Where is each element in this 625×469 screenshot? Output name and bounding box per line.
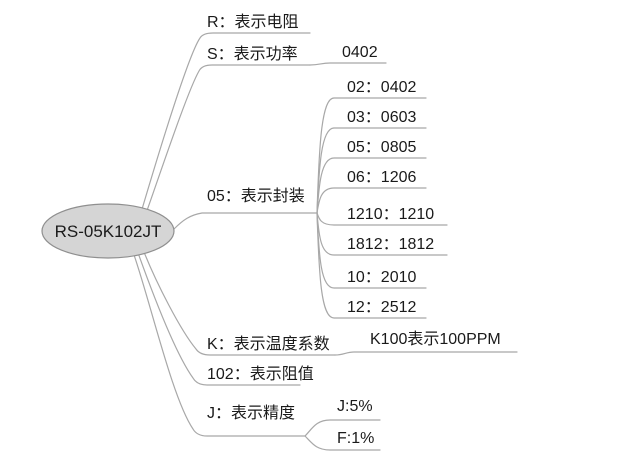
topic-102-label[interactable]: 102：表示阻值 [207, 365, 314, 383]
subtopic-1812-label[interactable]: 1812：1812 [347, 236, 434, 253]
connector-layer [132, 32, 518, 451]
subtopic-1210-label[interactable]: 1210：1210 [347, 206, 434, 223]
topic-s-label[interactable]: S：表示功率 [207, 45, 298, 63]
subtopic-06-1206-label[interactable]: 06：1206 [347, 169, 416, 186]
subbranch-line-06-1206 [316, 187, 427, 214]
subbranch-line-12-2512 [316, 212, 427, 319]
root-topic-label[interactable]: RS-05K102JT [55, 222, 162, 241]
root-topic-ellipse[interactable] [41, 203, 175, 259]
subtopic-0402-label[interactable]: 0402 [342, 44, 378, 61]
topic-package-label[interactable]: 05：表示封装 [207, 187, 305, 205]
subtopic-05-0805-label[interactable]: 05：0805 [347, 139, 416, 156]
subtopic-k100-label[interactable]: K100表示100PPM [370, 330, 501, 348]
branch-line-r [139, 32, 311, 217]
subbranch-line-0402 [309, 62, 387, 66]
branch-line-k [141, 246, 336, 356]
subbranch-line-f1 [304, 435, 381, 451]
topic-j-label[interactable]: J：表示精度 [207, 404, 295, 422]
subtopic-f1-label[interactable]: F:1% [337, 430, 374, 447]
subtopic-10-2010-label[interactable]: 10：2010 [347, 269, 416, 286]
subtopic-03-0603-label[interactable]: 03：0603 [347, 109, 416, 126]
branch-line-j [132, 251, 306, 437]
branch-line-102 [136, 249, 301, 386]
subtopic-j5-label[interactable]: J:5% [337, 398, 373, 415]
subtopic-12-2512-label[interactable]: 12：2512 [347, 299, 416, 316]
topic-k-label[interactable]: K：表示温度系数 [207, 335, 330, 353]
topic-r-label[interactable]: R：表示电阻 [207, 13, 299, 31]
subbranch-line-05-0805 [316, 157, 427, 214]
subbranch-line-k100 [334, 351, 518, 356]
branch-line-package [173, 212, 318, 230]
branch-line-s [143, 64, 311, 220]
subtopic-02-0402-label[interactable]: 02：0402 [347, 79, 416, 96]
subbranch-line-j5 [304, 419, 381, 437]
